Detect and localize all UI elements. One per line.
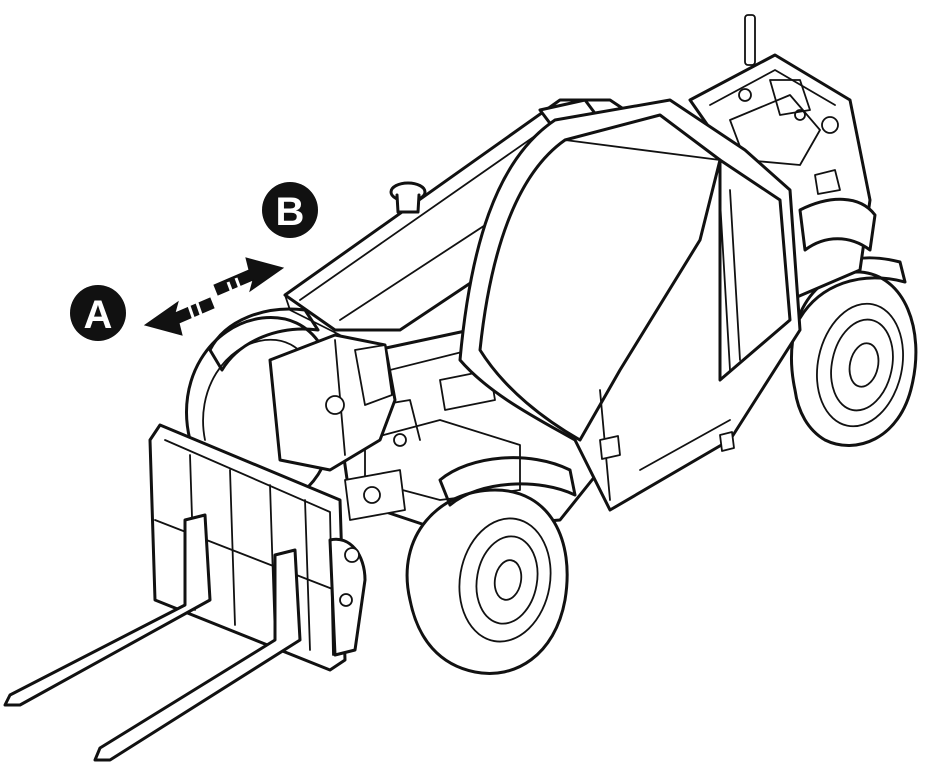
callout-b-label: B bbox=[276, 190, 305, 234]
callout-b: B bbox=[262, 182, 318, 238]
operator-cab bbox=[458, 98, 802, 512]
callout-a: A bbox=[70, 285, 126, 341]
arrow-left-icon bbox=[143, 296, 215, 336]
callout-a-label: A bbox=[84, 293, 113, 337]
arrow-right-icon bbox=[213, 257, 285, 307]
rear-wheel bbox=[788, 256, 918, 447]
front-right-wheel bbox=[405, 456, 577, 675]
forks bbox=[3, 513, 302, 762]
